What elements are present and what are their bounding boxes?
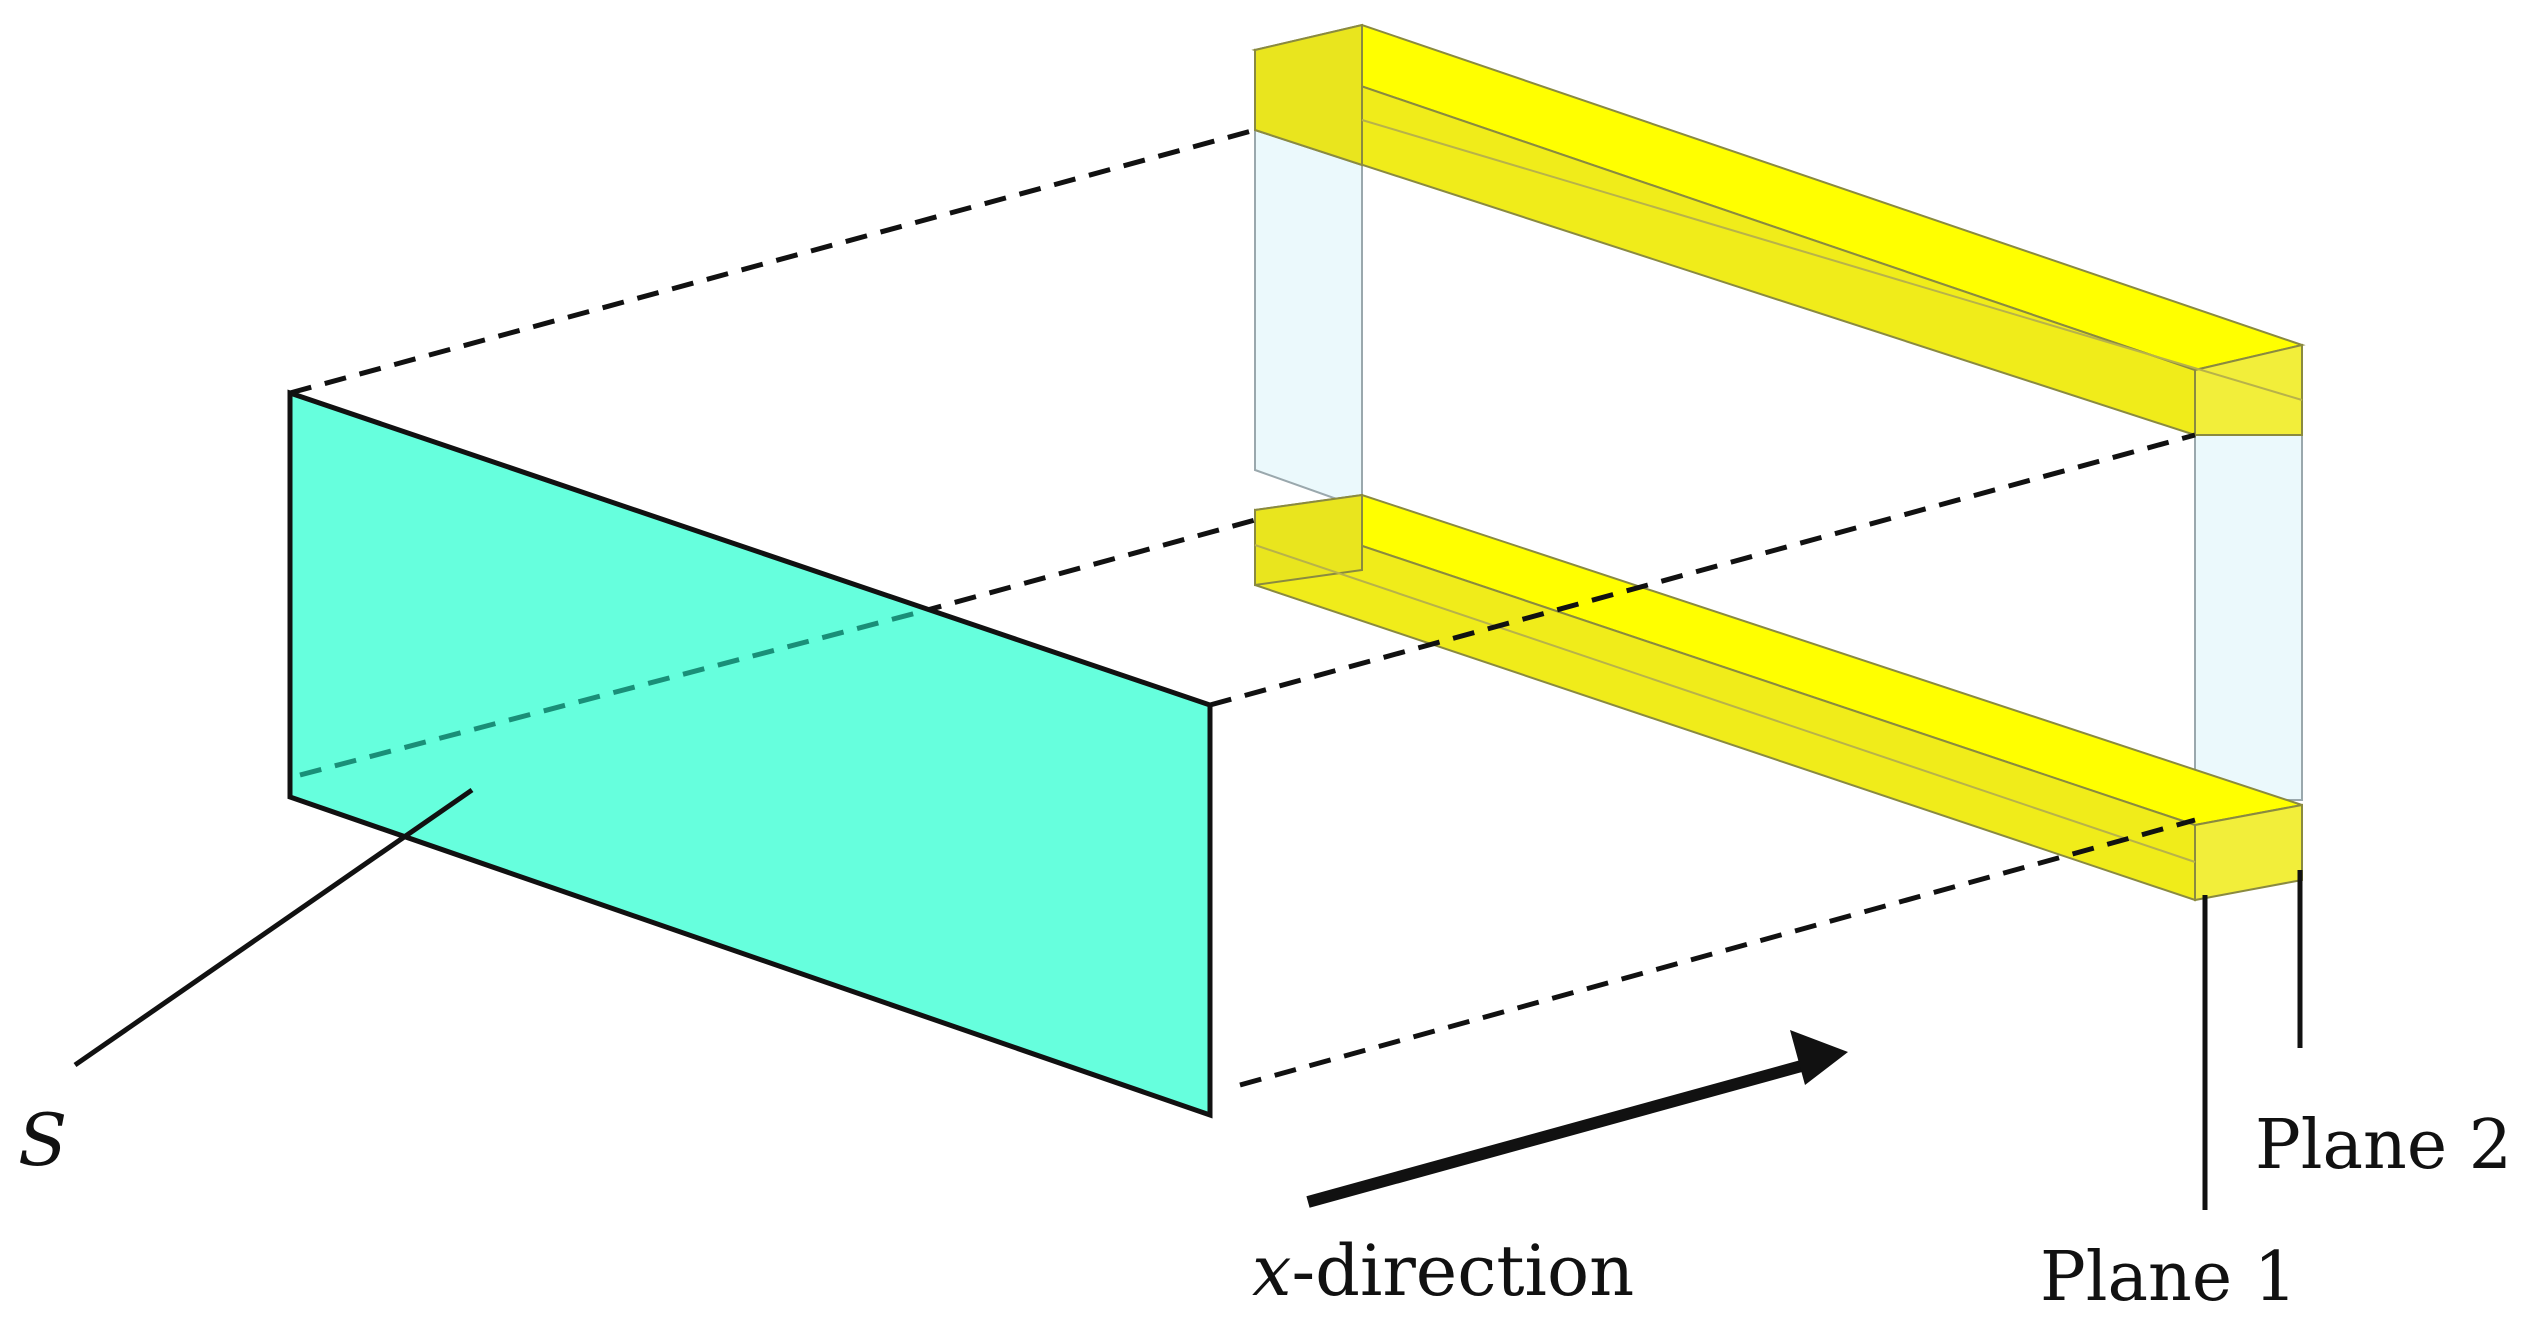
projection-line-lower-right [1239,817,2196,1088]
surface-s [287,389,1213,1119]
top-rod-top-face [1251,23,2306,372]
direction-arrow-shaft [1306,1059,1807,1208]
direction-label: x-direction [1252,1230,1634,1312]
direction-arrow-head [1790,1030,1848,1085]
plane2-label: Plane 2 [2255,1106,2512,1185]
direction-label-variable: x [1252,1230,1291,1312]
projection-line-top [289,127,1256,396]
bottom-rod-left-end [1254,493,1363,587]
bottom-rod-edge [1254,544,2196,863]
top-rod-left-end [1254,23,1363,167]
left-post [1254,128,1363,510]
projection-line-bottom-visible [919,517,1256,615]
right-post [2194,434,2303,801]
plane1-label: Plane 1 [2040,1238,2297,1317]
bottom-rod-top-face [1254,493,2303,827]
top-rod-front-face [1254,48,2196,437]
top-rod-right-end [2194,343,2303,436]
surface-leader-line [73,787,474,1068]
bottom-rod-front-face [1254,508,2196,902]
top-rod-edge [1361,119,2303,401]
direction-label-text: -direction [1291,1230,1634,1312]
surface-label: S [18,1098,67,1182]
projection-line-upper-right [1209,432,2196,708]
